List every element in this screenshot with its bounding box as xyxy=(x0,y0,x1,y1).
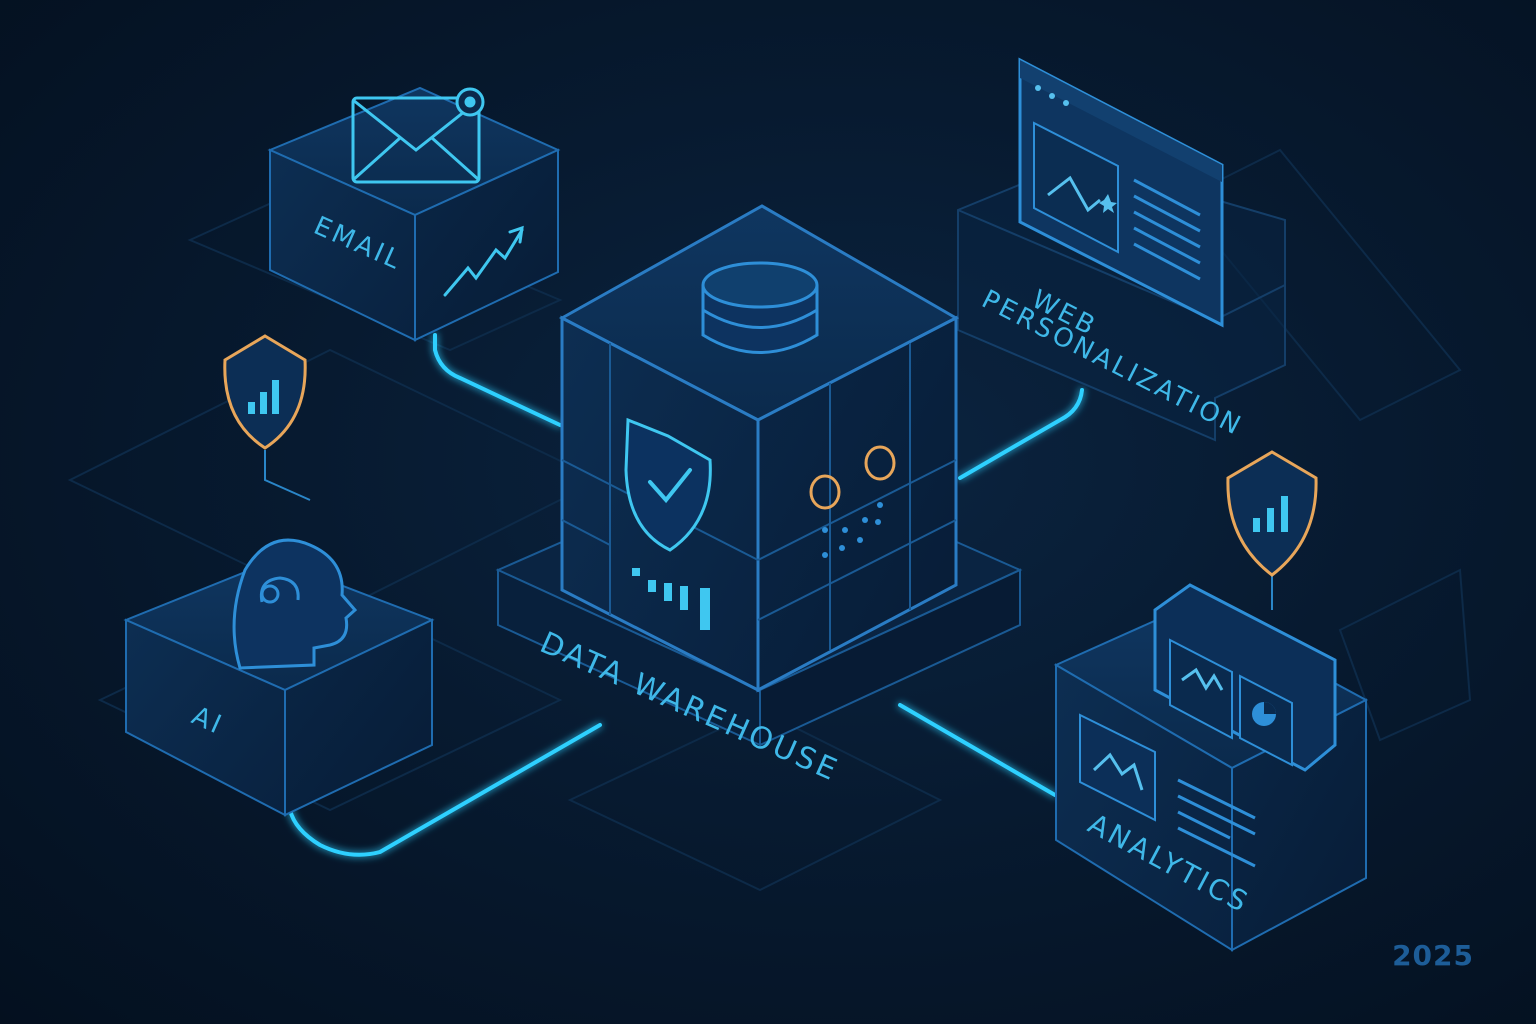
database-icon xyxy=(701,261,819,354)
year-label: 2025 xyxy=(1392,939,1474,972)
shield-check-icon xyxy=(624,417,712,552)
pie-chart-icon xyxy=(1252,702,1276,726)
trend-up-icon xyxy=(443,225,524,297)
node-circles xyxy=(809,445,896,510)
connector-analytics xyxy=(898,703,1057,797)
warehouse-node xyxy=(558,204,960,693)
analytics-node: ANALYTICS xyxy=(1053,583,1369,952)
connector-ai xyxy=(288,723,602,857)
connector-web xyxy=(958,388,1084,480)
shield-chart-icon xyxy=(223,334,307,450)
email-node: EMAIL xyxy=(267,86,561,342)
connectors xyxy=(288,333,1084,857)
shield-chart-icon xyxy=(1226,450,1318,577)
browser-window-icon xyxy=(1018,57,1224,328)
shield-links xyxy=(264,450,1273,610)
text-lines xyxy=(1177,778,1256,868)
line-chart-icon xyxy=(1079,713,1156,822)
connector-email xyxy=(433,333,562,427)
web-node: WEB PERSONALIZATION xyxy=(957,57,1286,442)
dots-pattern xyxy=(822,502,883,558)
line-chart-icon xyxy=(1181,667,1224,691)
bar-chart-icon xyxy=(632,568,710,630)
envelope-icon xyxy=(351,87,485,184)
dashboard-panel xyxy=(1153,583,1337,772)
head-ai-icon xyxy=(232,538,358,670)
ai-node: AI xyxy=(123,538,435,817)
